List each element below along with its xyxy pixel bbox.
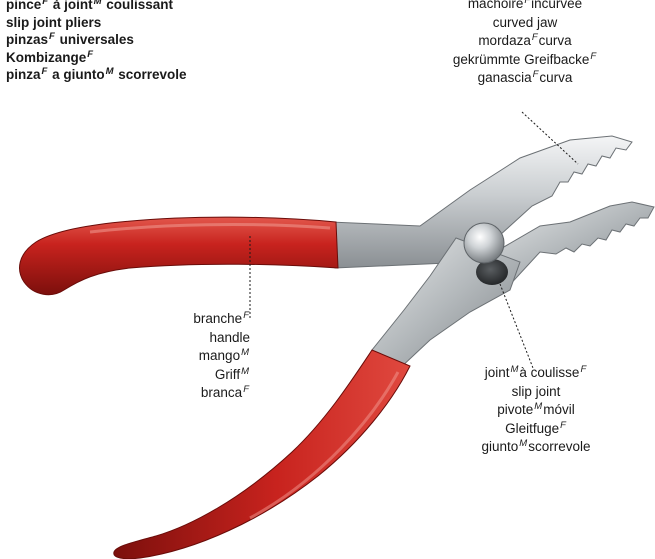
term-text: mâchoire bbox=[468, 0, 524, 11]
term-text: ganascia bbox=[478, 70, 532, 85]
term-text: curva bbox=[539, 70, 572, 85]
term-text: scorrevole bbox=[115, 67, 187, 82]
term-text: coulissant bbox=[103, 0, 174, 12]
gender-marker: M bbox=[533, 401, 543, 412]
jaw-label-line: gekrümmte GreifbackeF bbox=[440, 51, 610, 70]
gender-marker: F bbox=[242, 310, 250, 321]
term-text: branca bbox=[201, 385, 242, 400]
gender-marker: F bbox=[86, 49, 94, 60]
term-text: slip joint pliers bbox=[6, 15, 101, 30]
term-text: curved jaw bbox=[493, 15, 558, 30]
term-text: Kombizange bbox=[6, 50, 86, 65]
gender-marker: M bbox=[509, 364, 519, 375]
gender-marker: M bbox=[518, 438, 528, 449]
gender-marker: F bbox=[523, 0, 531, 6]
term-text: à joint bbox=[49, 0, 93, 12]
joint-label-line: giuntoMscorrevole bbox=[462, 438, 610, 457]
term-text: universales bbox=[56, 32, 134, 47]
gender-marker: M bbox=[240, 347, 250, 358]
term-text: à coulisse bbox=[519, 365, 579, 380]
handle-label-line: mangoM bbox=[178, 347, 250, 366]
term-text: branche bbox=[193, 311, 242, 326]
title-line: pinceF à jointM coulissant bbox=[6, 0, 187, 14]
title-line: pinzaF a giuntoM scorrevole bbox=[6, 66, 187, 84]
term-text: mordaza bbox=[478, 33, 531, 48]
term-text: slip joint bbox=[512, 384, 561, 399]
term-text: curva bbox=[539, 33, 572, 48]
title-line: slip joint pliers bbox=[6, 14, 187, 32]
handle-label-line: brancaF bbox=[178, 384, 250, 403]
term-text: handle bbox=[209, 330, 250, 345]
gender-marker: F bbox=[48, 31, 56, 42]
term-text: Gleitfuge bbox=[505, 421, 559, 436]
joint-leader-line bbox=[500, 284, 533, 368]
jaw-label-line: ganasciaFcurva bbox=[440, 69, 610, 88]
lower-handle-grip bbox=[114, 350, 410, 559]
title-line: pinzasF universales bbox=[6, 31, 187, 49]
term-text: pince bbox=[6, 0, 41, 12]
title-line: KombizangeF bbox=[6, 49, 187, 67]
joint-label-line: pivoteMmóvil bbox=[462, 401, 610, 420]
term-text: giunto bbox=[482, 439, 519, 454]
gender-marker: M bbox=[240, 366, 250, 377]
term-text: mango bbox=[199, 348, 240, 363]
jaw-label-line: mâchoireFincurvée bbox=[440, 0, 610, 14]
joint-label-line: slip joint bbox=[462, 383, 610, 402]
joint-label-line: GleitfugeF bbox=[462, 420, 610, 439]
handle-label-line: handle bbox=[178, 329, 250, 348]
term-text: pinza bbox=[6, 67, 41, 82]
gender-marker: F bbox=[589, 51, 597, 62]
term-text: móvil bbox=[543, 402, 575, 417]
term-text: scorrevole bbox=[528, 439, 590, 454]
gender-marker: F bbox=[559, 420, 567, 431]
gender-marker: M bbox=[105, 66, 115, 77]
term-text: pinzas bbox=[6, 32, 48, 47]
handle-label-line: brancheF bbox=[178, 310, 250, 329]
handle-label-line: GriffM bbox=[178, 366, 250, 385]
gender-marker: F bbox=[242, 384, 250, 395]
term-text: Griff bbox=[215, 367, 240, 382]
gender-marker: F bbox=[41, 0, 49, 7]
jaw-label-line: curved jaw bbox=[440, 14, 610, 33]
term-text: incurvée bbox=[531, 0, 582, 11]
term-text: pivote bbox=[497, 402, 533, 417]
gender-marker: M bbox=[93, 0, 103, 7]
gender-marker: F bbox=[579, 364, 587, 375]
gender-marker: F bbox=[531, 32, 539, 43]
term-text: a giunto bbox=[48, 67, 104, 82]
term-text: joint bbox=[485, 365, 510, 380]
joint-label-line: jointMà coulisseF bbox=[462, 364, 610, 383]
pivot-bolt-head bbox=[464, 223, 504, 263]
jaw-label-line: mordazaFcurva bbox=[440, 32, 610, 51]
upper-handle-grip bbox=[20, 217, 338, 295]
term-text: gekrümmte Greifbacke bbox=[453, 52, 590, 67]
